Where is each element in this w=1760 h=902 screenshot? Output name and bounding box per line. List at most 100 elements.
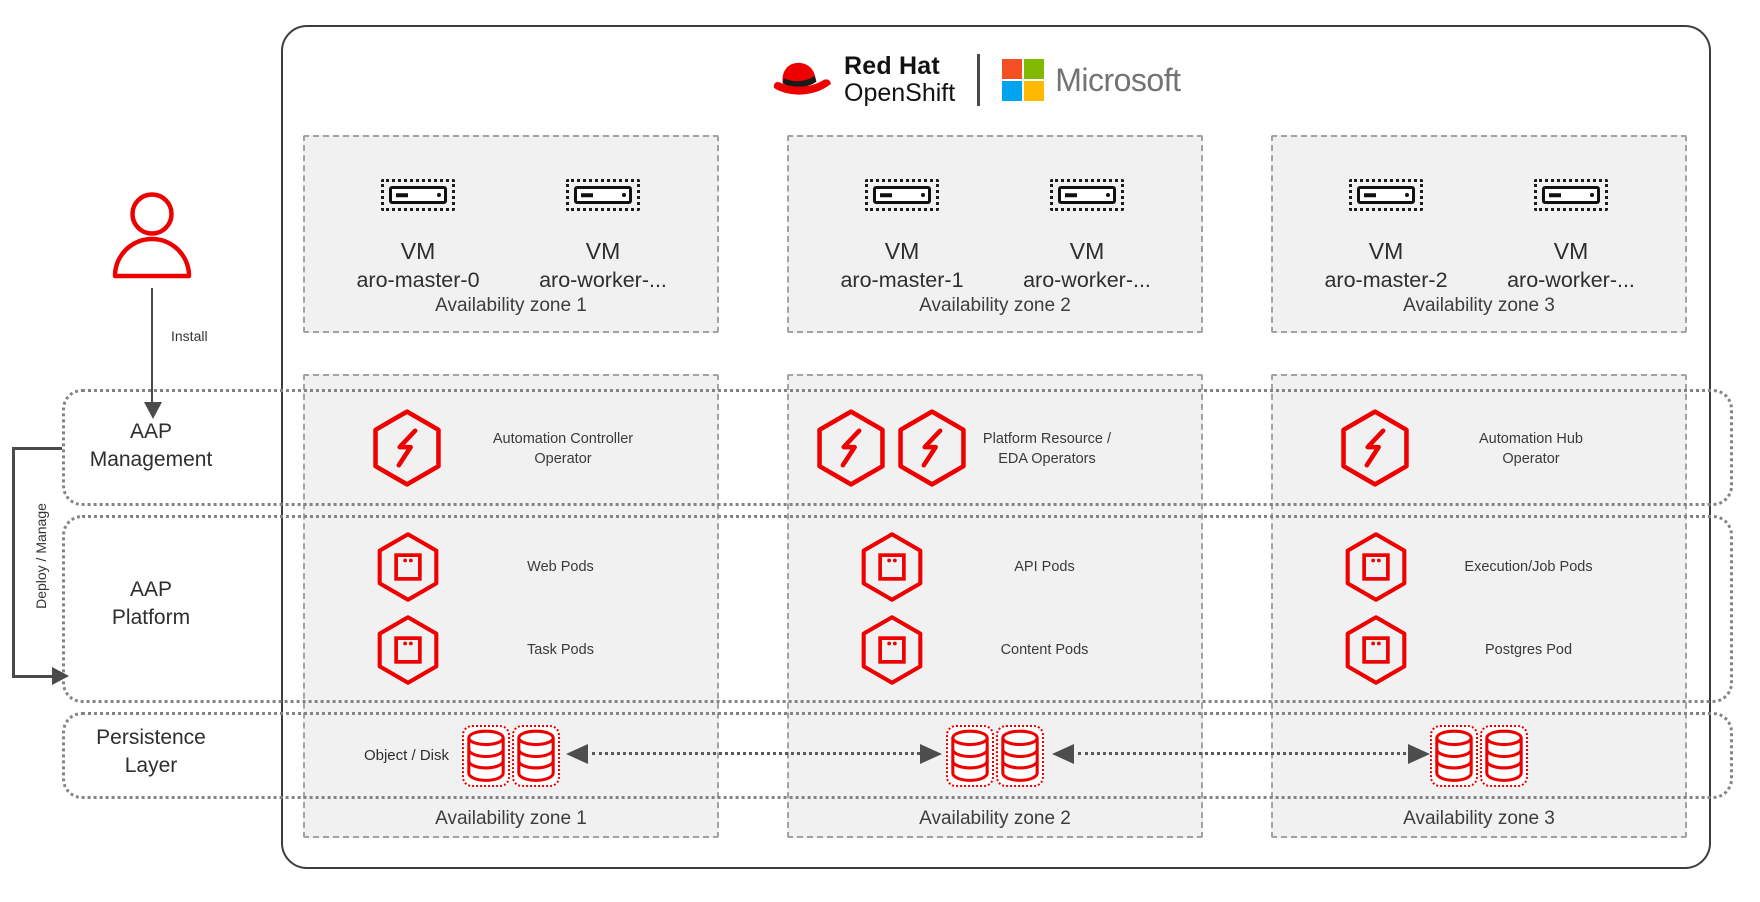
- brand-divider: [977, 54, 980, 106]
- deploy-arrowhead-icon: [52, 667, 69, 685]
- aap-platform-line2: Platform: [111, 605, 191, 629]
- pod-icons: [859, 531, 925, 603]
- storage-cluster: [407, 725, 615, 787]
- replication-dotted-line: [592, 752, 920, 755]
- operator-label: Automation Controller Operator: [458, 429, 668, 469]
- availability-zone-label: Availability zone 3: [1403, 295, 1555, 316]
- vm-icon: [381, 179, 455, 211]
- pod-hex-icon: [1343, 531, 1409, 603]
- brand-header: Red Hat OpenShift Microsoft: [770, 46, 1181, 114]
- pod-hex-icon: [1343, 614, 1409, 686]
- deploy-bracket-top: [12, 447, 62, 450]
- vm-name-label: aro-worker-...: [1023, 268, 1151, 292]
- pod-hex-icon: [859, 531, 925, 603]
- microsoft-square-yellow: [1024, 81, 1045, 102]
- pod-hex-icon: [375, 531, 441, 603]
- redhat-name: Red Hat: [844, 52, 940, 80]
- availability-zone-label: Availability zone 2: [919, 808, 1071, 829]
- replication-arrowhead-right-icon: [1408, 744, 1430, 764]
- operator-label-line1: Automation Hub: [1479, 431, 1583, 447]
- vm-name-label: aro-master-1: [840, 268, 964, 292]
- zone-2-column: VM VM aro-master-1 aro-worker-... Availa…: [787, 0, 1203, 902]
- pod-icons: [859, 614, 925, 686]
- zone-1-vm-box: [303, 135, 719, 333]
- zone-3-workload-box: [1271, 374, 1687, 838]
- database-icon: [462, 725, 510, 787]
- aap-management-line1: AAP: [129, 420, 173, 443]
- operator-label: Platform Resource / EDA Operators: [942, 429, 1152, 469]
- microsoft-square-blue: [1001, 81, 1022, 102]
- redhat-logo-text: Red Hat OpenShift: [844, 53, 955, 107]
- pod-hex-icon: [375, 614, 441, 686]
- database-icon: [946, 725, 994, 787]
- operator-hex-icon: [1338, 408, 1412, 488]
- vm-name-label: aro-master-0: [356, 268, 480, 292]
- aap-platform-line1: AAP: [129, 578, 173, 601]
- storage-cluster: [891, 725, 1099, 787]
- pod-icons: [375, 531, 441, 603]
- operator-label-line1: Automation Controller: [492, 431, 634, 447]
- install-arrow-line: [151, 288, 153, 406]
- vm-type-label: VM: [1069, 238, 1105, 264]
- deploy-bracket-bottom: [12, 675, 54, 678]
- zone-3-column: VM VM aro-master-2 aro-worker-... Availa…: [1271, 0, 1687, 902]
- zone-2-workload-box: [787, 374, 1203, 838]
- vm-name-label: aro-master-2: [1324, 268, 1448, 292]
- replication-arrowhead-left-icon: [566, 744, 588, 764]
- availability-zone-label: Availability zone 1: [435, 808, 587, 829]
- zone-3-vm-box: [1271, 135, 1687, 333]
- pod-label: Execution/Job Pods: [1464, 559, 1593, 575]
- pod-icons: [1343, 531, 1409, 603]
- pod-label: Postgres Pod: [1484, 642, 1573, 658]
- microsoft-logo-icon: [1001, 58, 1045, 102]
- microsoft-wordmark: Microsoft: [1055, 61, 1181, 98]
- database-icon: [1480, 725, 1528, 787]
- operator-label: Automation Hub Operator: [1426, 429, 1636, 469]
- availability-zone-label: Availability zone 3: [1403, 808, 1555, 829]
- replication-dotted-line: [1078, 752, 1406, 755]
- pod-label: Task Pods: [527, 642, 594, 658]
- database-icon: [996, 725, 1044, 787]
- pod-icons: [375, 614, 441, 686]
- deploy-manage-label: Deploy / Manage: [33, 503, 49, 609]
- deploy-bracket-vertical: [12, 447, 15, 677]
- vm-type-label: VM: [1553, 238, 1589, 264]
- vm-name-label: aro-worker-...: [539, 268, 667, 292]
- pod-label: Content Pods: [1000, 642, 1089, 658]
- vm-icon: [1534, 179, 1608, 211]
- replication-arrowhead-right-icon: [920, 744, 942, 764]
- operator-label-line2: Operator: [534, 451, 592, 467]
- persistence-layer-line1: Persistence: [96, 726, 206, 749]
- operator-hex-icon: [370, 408, 444, 488]
- vm-icon: [1349, 179, 1423, 211]
- user-icon: [108, 190, 196, 282]
- database-icon: [1430, 725, 1478, 787]
- vm-icon: [1050, 179, 1124, 211]
- operator-hex-icon: [814, 408, 888, 488]
- replication-arrowhead-left-icon: [1052, 744, 1074, 764]
- redhat-product: OpenShift: [844, 79, 956, 107]
- vm-type-label: VM: [585, 238, 621, 264]
- pod-label: Web Pods: [527, 559, 594, 575]
- pod-hex-icon: [859, 614, 925, 686]
- vm-icon: [865, 179, 939, 211]
- object-disk-label: Object / Disk: [363, 747, 449, 764]
- operator-label-line1: Platform Resource /: [982, 431, 1112, 447]
- vm-type-label: VM: [884, 238, 920, 264]
- persistence-layer-label: Persistence Layer: [60, 724, 242, 780]
- aap-management-label: AAP Management: [60, 418, 242, 474]
- operator-label-line2: EDA Operators: [998, 451, 1096, 467]
- availability-zone-label: Availability zone 2: [919, 295, 1071, 316]
- aap-platform-label: AAP Platform: [60, 576, 242, 632]
- vm-type-label: VM: [400, 238, 436, 264]
- operator-label-line2: Operator: [1502, 451, 1560, 467]
- zone-1-column: VM VM aro-master-0 aro-worker-... Availa…: [303, 0, 719, 902]
- zone-2-vm-box: [787, 135, 1203, 333]
- microsoft-square-green: [1024, 58, 1045, 79]
- aap-management-line2: Management: [89, 447, 213, 471]
- vm-name-label: aro-worker-...: [1507, 268, 1635, 292]
- vm-type-label: VM: [1368, 238, 1404, 264]
- database-icon: [512, 725, 560, 787]
- storage-cluster: [1375, 725, 1583, 787]
